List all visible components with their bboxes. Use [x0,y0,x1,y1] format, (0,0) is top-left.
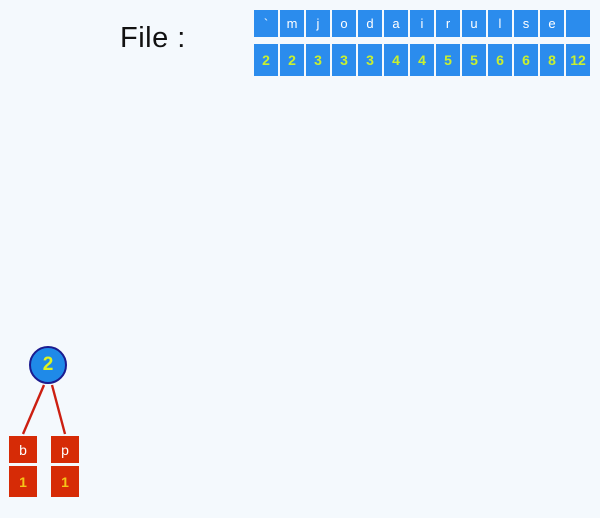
count-cell: 2 [254,44,278,76]
tree-edge-left [21,384,46,435]
character-cell: s [514,10,538,37]
file-label: File : [120,22,186,54]
character-cell-blank [566,10,590,37]
tree-leaf-node: p 1 [51,436,79,497]
count-cell: 2 [280,44,304,76]
frequency-table-character-row: ` m j o d a i r u l s e [254,10,590,37]
count-cell: 3 [306,44,330,76]
character-cell: e [540,10,564,37]
count-cell: 4 [410,44,434,76]
leaf-weight: 1 [9,466,37,497]
count-cell: 6 [514,44,538,76]
count-cell: 12 [566,44,590,76]
frequency-table: ` m j o d a i r u l s e 2 2 3 3 3 4 4 5 … [254,10,590,76]
character-cell: a [384,10,408,37]
tree-edge-group [21,384,67,435]
leaf-weight: 1 [51,466,79,497]
count-cell: 4 [384,44,408,76]
count-cell: 8 [540,44,564,76]
count-cell: 6 [488,44,512,76]
leaf-symbol: b [9,436,37,463]
tree-edge-right [50,384,67,435]
character-cell: u [462,10,486,37]
huffman-tree: 2 b 1 p 1 [0,330,120,518]
character-cell: i [410,10,434,37]
tree-leaf-node: b 1 [9,436,37,497]
leaf-symbol: p [51,436,79,463]
tree-root-node: 2 [29,346,67,384]
character-cell: j [306,10,330,37]
character-cell: d [358,10,382,37]
count-cell: 5 [436,44,460,76]
frequency-table-count-row: 2 2 3 3 3 4 4 5 5 6 6 8 12 [254,44,590,76]
character-cell: r [436,10,460,37]
count-cell: 3 [358,44,382,76]
count-cell: 5 [462,44,486,76]
character-cell: o [332,10,356,37]
character-cell: ` [254,10,278,37]
count-cell: 3 [332,44,356,76]
character-cell: l [488,10,512,37]
character-cell: m [280,10,304,37]
